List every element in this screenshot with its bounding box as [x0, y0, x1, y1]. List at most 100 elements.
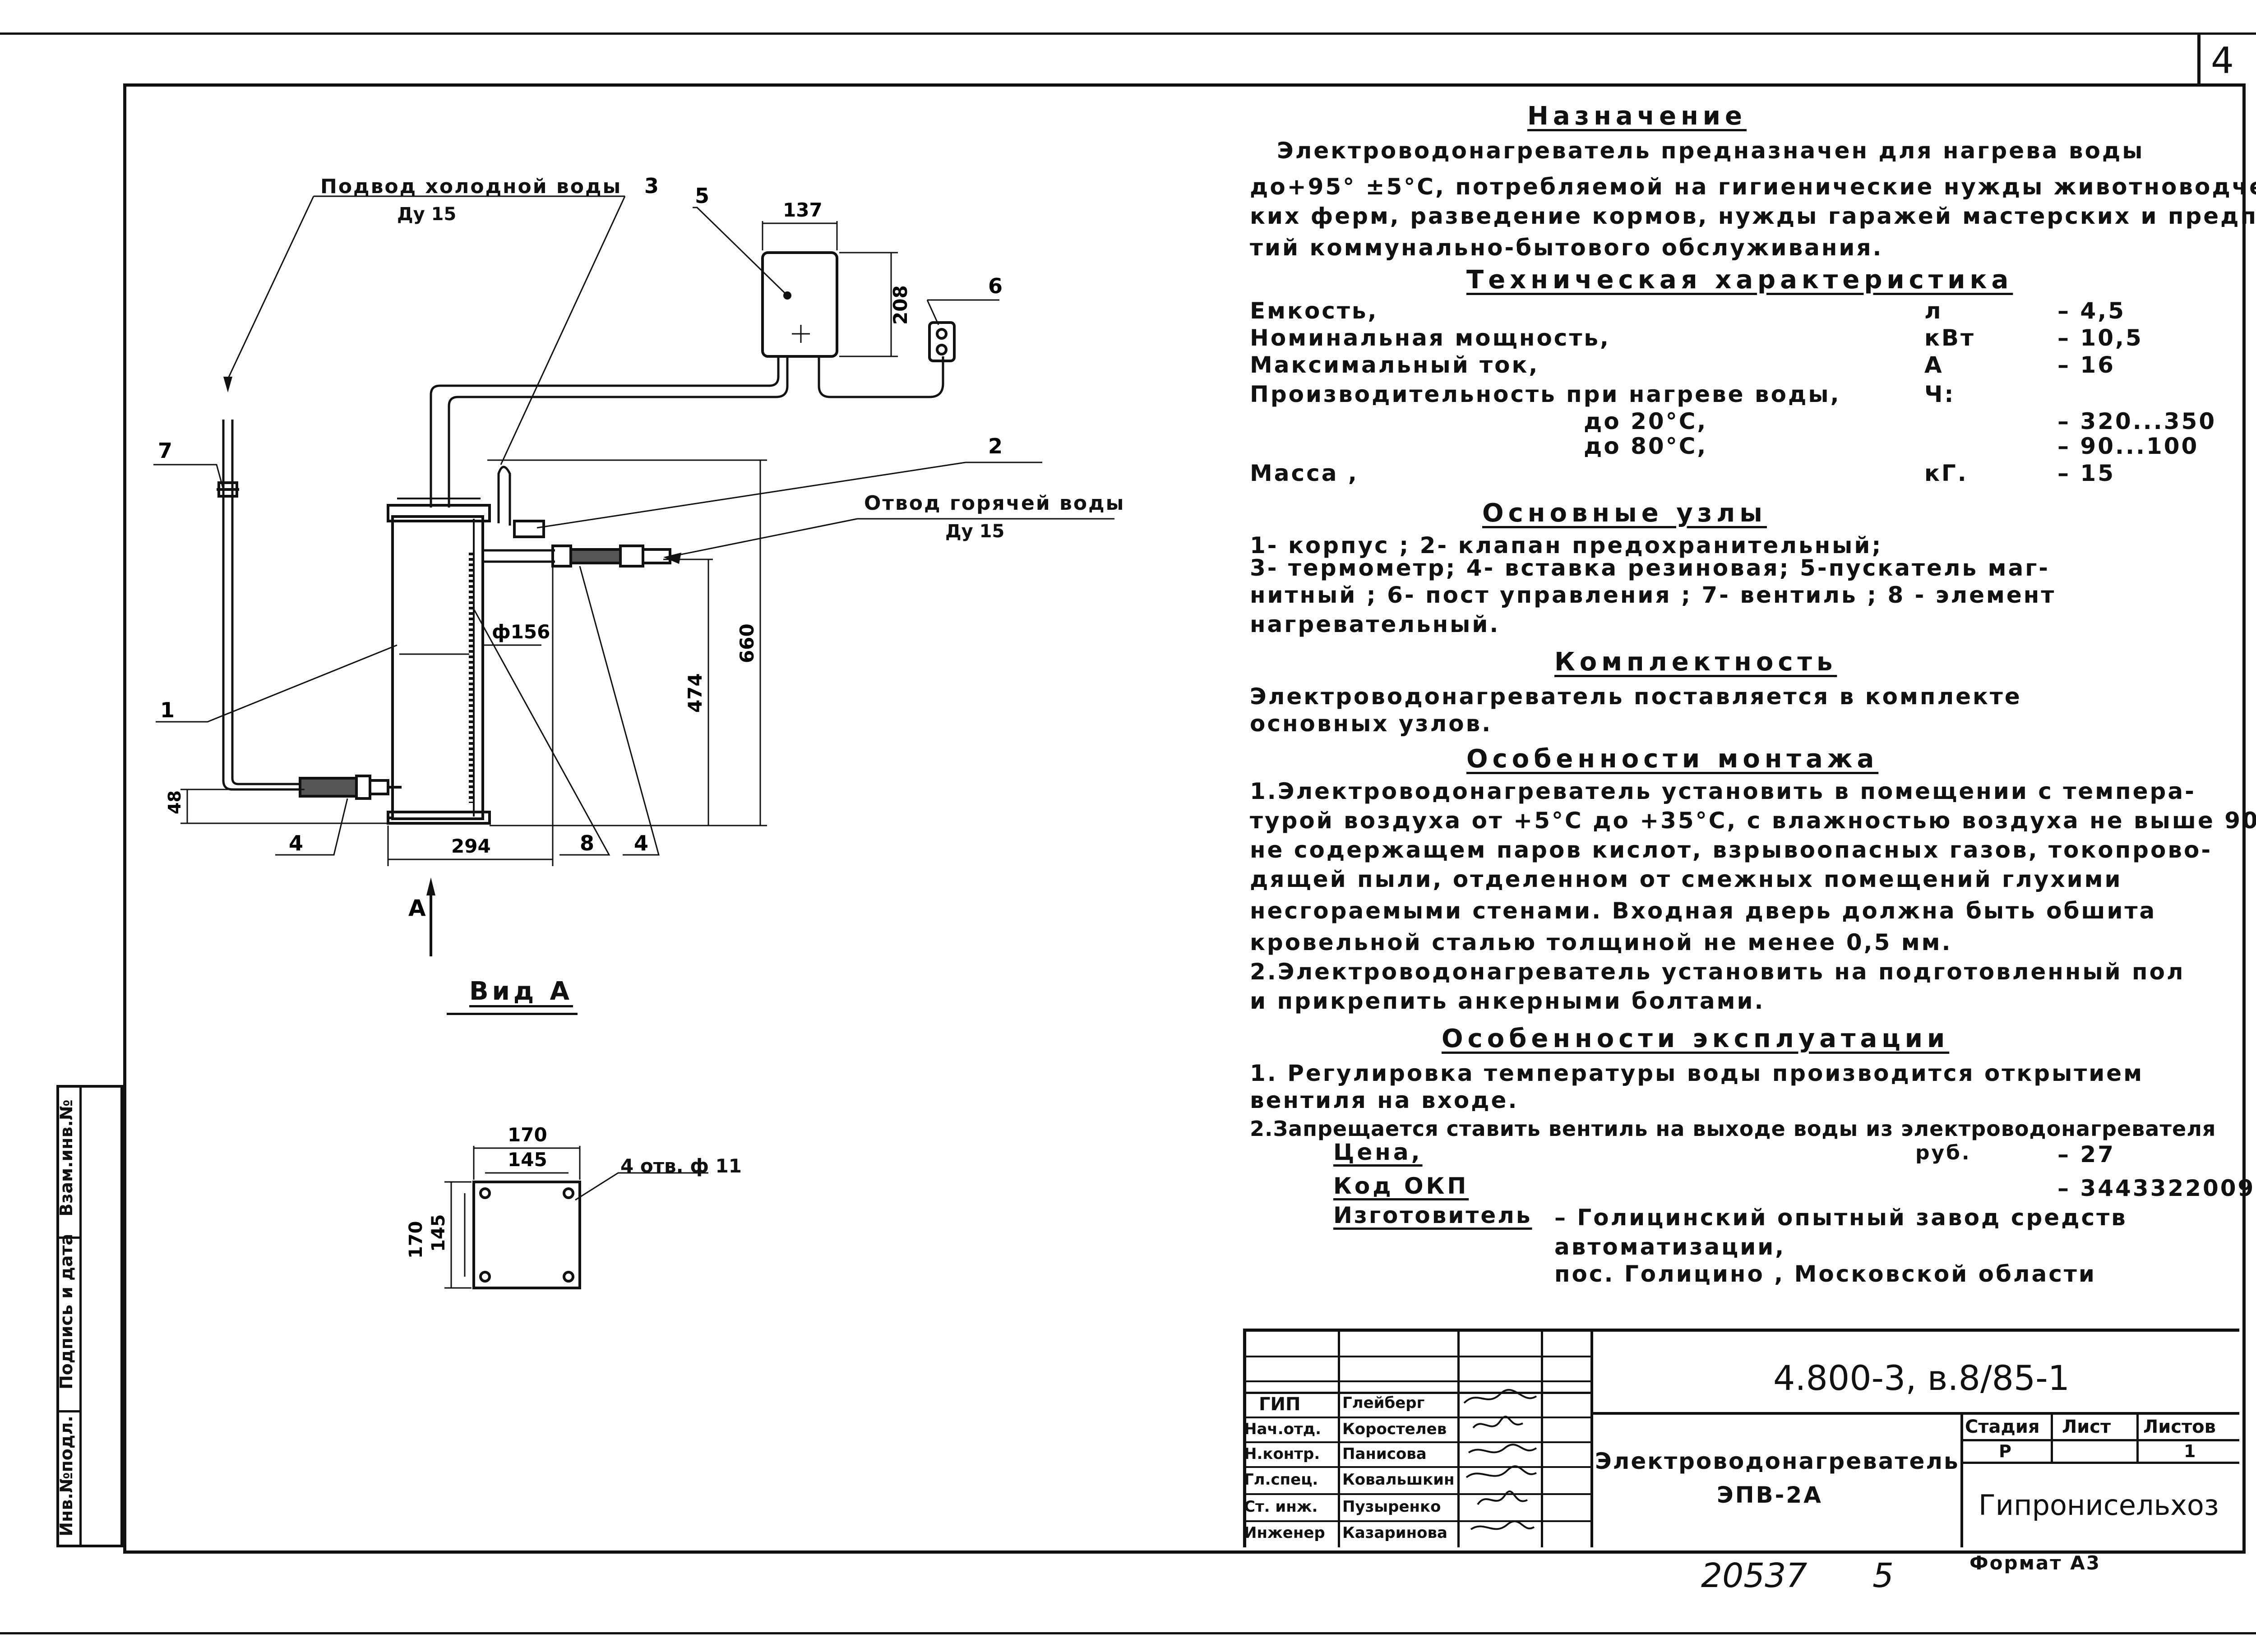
spec-unit-6: кГ.	[1924, 460, 1968, 486]
sheets-header: Листов	[2143, 1417, 2216, 1437]
spec-value-5: – 90...100	[2057, 433, 2199, 459]
mount-line-3: не содержащем паров кислот, взрывоопасны…	[1250, 837, 2213, 863]
corner-number-box	[2197, 35, 2242, 83]
signatures	[1463, 1389, 1537, 1530]
spec-name-0: Емкость,	[1250, 298, 1378, 324]
name-3: Ковальшкин	[1342, 1471, 1455, 1489]
callout-3: 3	[644, 174, 659, 198]
mount-line-6: кровельной сталью толщиной не менее 0,5 …	[1250, 929, 1952, 955]
callout-6: 6	[988, 274, 1003, 298]
callout-4b: 4	[634, 831, 648, 855]
spec-unit-0: л	[1924, 298, 1943, 324]
callout-1: 1	[160, 698, 175, 722]
name-0: Глейберг	[1342, 1394, 1425, 1412]
dim-170w: 170	[508, 1124, 547, 1146]
purpose-line-3: ких ферм, разведение кормов, нужды гараж…	[1250, 203, 2256, 229]
title-block	[1243, 1329, 2239, 1547]
heater-drawing: 137 208 660 474 ф156 48 294 170 145 170 …	[153, 174, 1114, 1289]
dim-474: 474	[684, 673, 706, 713]
callout-4a: 4	[289, 831, 303, 855]
mount-line-8: и прикрепить анкерными болтами.	[1250, 988, 1765, 1014]
callout-7: 7	[158, 438, 172, 463]
sheets-value: 1	[2184, 1441, 2196, 1461]
spec-value-2: – 16	[2057, 352, 2115, 378]
role-0: ГИП	[1259, 1394, 1301, 1415]
view-a-title: Вид А	[469, 977, 573, 1006]
price-value: – 27	[2057, 1141, 2115, 1167]
spec-unit-1: кВт	[1924, 325, 1976, 351]
doc-number: 4.800-3, в.8/85-1	[1773, 1358, 2070, 1398]
spec-name-1: Номинальная мощность,	[1250, 325, 1611, 351]
sheet-header: Лист	[2062, 1417, 2111, 1437]
dim-660: 660	[736, 623, 758, 663]
dim-48: 48	[165, 790, 185, 814]
side-stamp	[56, 1085, 123, 1547]
spec-unit-3: Ч:	[1924, 381, 1956, 407]
name-2: Панисова	[1342, 1445, 1427, 1463]
view-a-underline	[447, 1013, 578, 1015]
cold-water-du: Ду 15	[397, 204, 457, 225]
name-4: Пузыренко	[1342, 1498, 1441, 1516]
purpose-line-1: Электроводонагреватель предназначен для …	[1277, 138, 2145, 164]
spec-name-6: Масса ,	[1250, 460, 1359, 486]
operation-line-3: 2.Запрещается ставить вентиль на выходе …	[1250, 1117, 2216, 1141]
units-line-4: нагревательный.	[1250, 611, 1500, 637]
format-label: Формат А3	[1969, 1552, 2101, 1574]
units-line-3: нитный ; 6- пост управления ; 7- вентиль…	[1250, 582, 2056, 608]
dim-156: ф156	[492, 621, 550, 643]
purpose-title: Назначение	[1527, 102, 1747, 131]
dim-208: 208	[889, 285, 911, 325]
units-title: Основные узлы	[1482, 498, 1767, 528]
stage-value: Р	[1999, 1441, 2011, 1461]
spec-name-5: до 80°С,	[1584, 433, 1708, 459]
purpose-line-2: до+95° ±5°С, потребляемой на гигиеническ…	[1250, 174, 2256, 200]
maker-line-3: пос. Голицино , Московской области	[1554, 1261, 2096, 1287]
callout-5: 5	[695, 184, 709, 208]
product-name-2: ЭПВ-2А	[1717, 1482, 1823, 1508]
bottom-number: 20537	[1701, 1556, 1808, 1595]
okp-label: Код ОКП	[1333, 1173, 1469, 1199]
spec-value-1: – 10,5	[2057, 325, 2143, 351]
name-5: Казаринова	[1342, 1524, 1447, 1542]
dim-170h: 170	[406, 1221, 426, 1259]
price-unit: руб.	[1915, 1141, 1971, 1164]
spec-value-0: – 4,5	[2057, 298, 2126, 324]
role-2: Н.контр.	[1244, 1445, 1320, 1463]
spec-name-2: Максимальный ток,	[1250, 352, 1539, 378]
bottom-page: 5	[1872, 1556, 1894, 1595]
role-5: Инженер	[1244, 1524, 1325, 1542]
operation-title: Особенности эксплуатации	[1442, 1024, 1950, 1053]
spec-name-4: до 20°С,	[1584, 408, 1708, 434]
role-3: Гл.спец.	[1244, 1471, 1318, 1489]
dim-145h: 145	[428, 1214, 449, 1252]
top-trim-line	[0, 32, 2256, 35]
maker-label: Изготовитель	[1333, 1202, 1532, 1228]
kit-title: Комплектность	[1554, 647, 1837, 677]
spec-name-3: Производительность при нагреве воды,	[1250, 381, 1841, 407]
hot-water-du: Ду 15	[945, 521, 1005, 542]
mount-line-5: несгораемыми стенами. Входная дверь долж…	[1250, 898, 2157, 924]
mount-line-2: турой воздуха от +5°С до +35°С, с влажно…	[1250, 808, 2256, 834]
spec-value-4: – 320...350	[2057, 408, 2217, 434]
kit-line-2: основных узлов.	[1250, 711, 1493, 737]
maker-line-2: автоматизации,	[1554, 1234, 1786, 1260]
hot-water-label: Отвод горячей воды	[864, 492, 1125, 515]
units-line-2: 3- термометр; 4- вставка резиновая; 5-пу…	[1250, 555, 2050, 581]
bottom-trim-line	[0, 1632, 2256, 1634]
role-4: Ст. инж.	[1244, 1498, 1318, 1516]
product-name-1: Электроводонагреватель	[1595, 1448, 1960, 1474]
mount-line-7: 2.Электроводонагреватель установить на п…	[1250, 959, 2185, 985]
name-1: Коростелев	[1342, 1420, 1447, 1438]
side-stamp-inv: Инв.№подл.	[56, 1416, 76, 1537]
corner-number: 4	[2211, 40, 2234, 82]
holes-label: 4 отв. ф 11	[620, 1155, 742, 1177]
purpose-line-4: тий коммунально-бытового обслуживания.	[1250, 235, 1883, 261]
maker-line-1: – Голицинский опытный завод средств	[1554, 1204, 2127, 1231]
role-1: Нач.отд.	[1244, 1420, 1322, 1438]
view-a-arrow-label: А	[408, 895, 426, 921]
units-line-1: 1- корпус ; 2- клапан предохранительный;	[1250, 532, 1883, 558]
dim-145w: 145	[508, 1149, 547, 1171]
price-label: Цена,	[1333, 1139, 1423, 1165]
callout-2: 2	[988, 434, 1003, 458]
sheet-frame	[123, 83, 2246, 1554]
